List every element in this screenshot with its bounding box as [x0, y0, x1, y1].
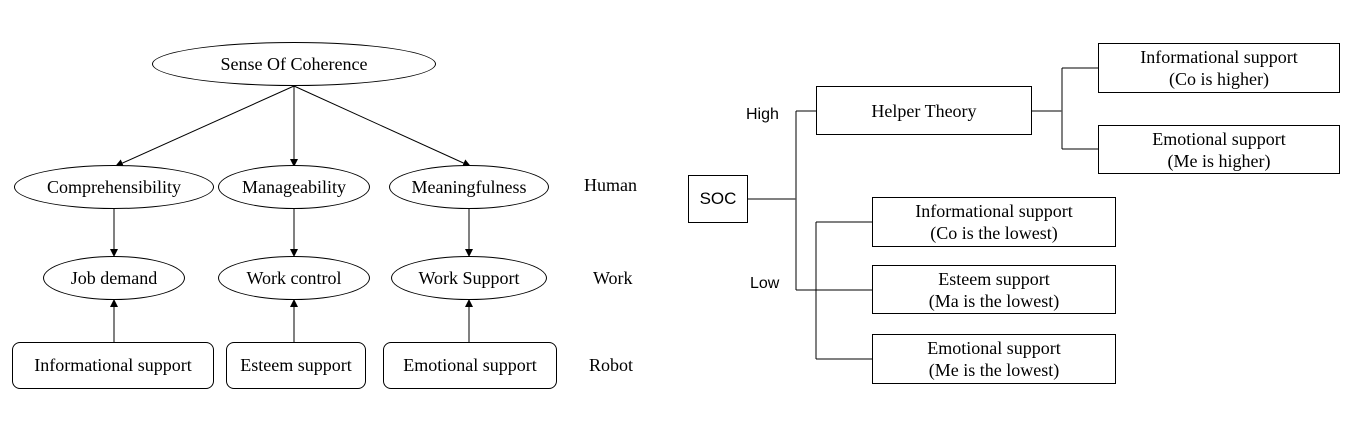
low-label: Low [750, 275, 780, 292]
soc-box: SOC [688, 175, 748, 223]
level-robot-label: Robot [589, 355, 634, 375]
low-informational-support-line2: (Co is the lowest) [930, 223, 1058, 243]
work-support-node: Work Support [391, 256, 547, 300]
meaningfulness-label: Meaningfulness [411, 176, 527, 197]
informational-support-robot-box: Informational support [12, 342, 214, 389]
sense-of-coherence-node: Sense Of Coherence [152, 42, 436, 86]
comprehensibility-label: Comprehensibility [47, 176, 181, 197]
arrow-root-to-meaningfulness [293, 85, 471, 167]
high-label: High [746, 106, 779, 123]
high-emotional-support-box: Emotional support (Me is higher) [1098, 125, 1340, 174]
emotional-support-robot-box: Emotional support [383, 342, 557, 389]
esteem-support-robot-label: Esteem support [240, 355, 352, 375]
low-emotional-support-line2: (Me is the lowest) [928, 360, 1060, 380]
high-emotional-support-line1: Emotional support [1152, 128, 1286, 149]
high-informational-support-box: Informational support (Co is higher) [1098, 43, 1340, 93]
work-control-label: Work control [246, 267, 342, 288]
arrow-root-to-comprehensibility [115, 85, 295, 167]
high-informational-support-line2: (Co is higher) [1169, 69, 1269, 89]
informational-support-robot-label: Informational support [34, 355, 192, 375]
low-esteem-support-line2: (Ma is the lowest) [928, 290, 1060, 311]
helper-theory-label: Helper Theory [871, 100, 977, 121]
low-esteem-support-box: Esteem support (Ma is the lowest) [872, 265, 1116, 314]
manageability-label: Manageability [242, 176, 346, 197]
low-informational-support-box: Informational support (Co is the lowest) [872, 197, 1116, 247]
emotional-support-robot-label: Emotional support [403, 355, 537, 375]
job-demand-label: Job demand [70, 267, 158, 288]
low-emotional-support-box: Emotional support (Me is the lowest) [872, 334, 1116, 384]
manageability-node: Manageability [218, 165, 370, 209]
level-work-label: Work [593, 268, 633, 288]
job-demand-node: Job demand [43, 256, 185, 300]
low-informational-support-line1: Informational support [915, 201, 1073, 221]
esteem-support-robot-box: Esteem support [226, 342, 366, 389]
soc-label: SOC [699, 189, 737, 208]
low-emotional-support-line1: Emotional support [927, 338, 1061, 358]
work-control-node: Work control [218, 256, 370, 300]
sense-of-coherence-label: Sense Of Coherence [220, 53, 368, 74]
comprehensibility-node: Comprehensibility [14, 165, 214, 209]
level-human-label: Human [584, 175, 637, 195]
helper-theory-box: Helper Theory [816, 86, 1032, 135]
work-support-label: Work Support [418, 267, 520, 288]
low-esteem-support-line1: Esteem support [938, 268, 1050, 289]
meaningfulness-node: Meaningfulness [389, 165, 549, 209]
high-informational-support-line1: Informational support [1140, 47, 1298, 67]
high-emotional-support-line2: (Me is higher) [1167, 150, 1271, 171]
